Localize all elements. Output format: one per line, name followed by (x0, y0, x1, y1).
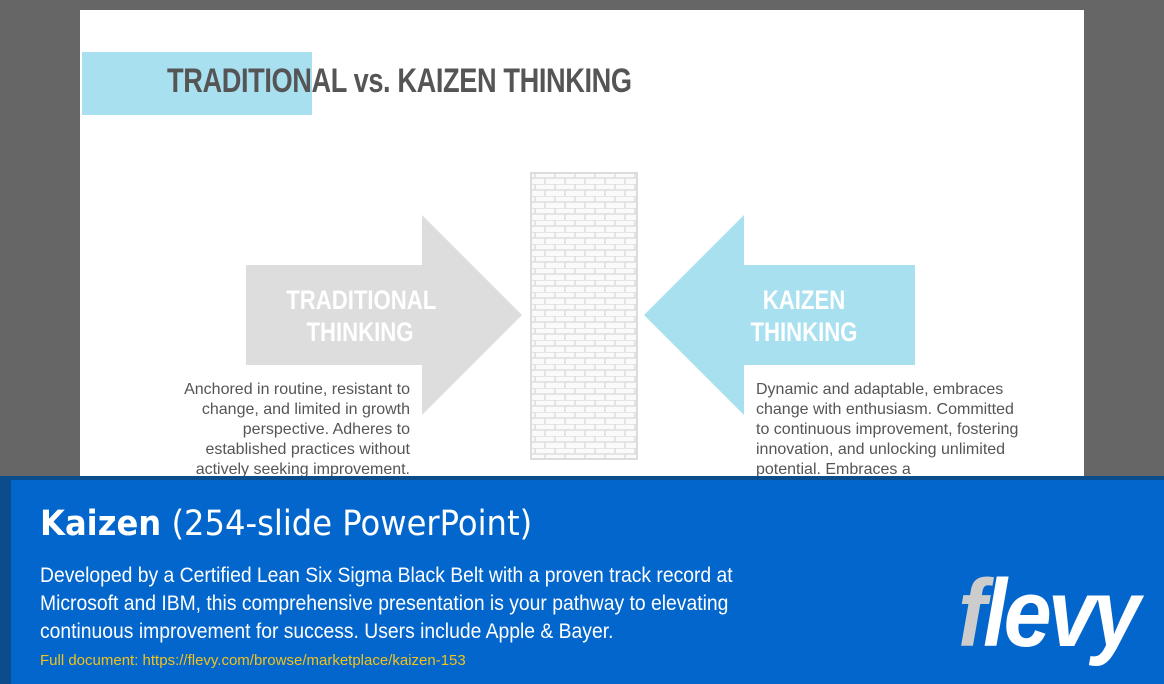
kaizen-description: Dynamic and adaptable, embraces change w… (756, 381, 1019, 478)
banner-stripe (0, 476, 11, 684)
traditional-label-line1: TRADITIONAL (286, 285, 437, 315)
kaizen-label: KAIZEN THINKING (730, 284, 878, 348)
banner-description: Developed by a Certified Lean Six Sigma … (40, 564, 733, 643)
document-link[interactable]: Full document: https://flevy.com/browse/… (40, 652, 466, 669)
flevy-logo: flevy (958, 560, 1141, 667)
traditional-description: Anchored in routine, resistant to change… (184, 381, 410, 478)
traditional-arrow (246, 215, 522, 415)
arrows (246, 215, 915, 415)
title-accent-bar (82, 52, 312, 115)
kaizen-label-line1: KAIZEN (762, 285, 846, 315)
banner-border (0, 476, 1164, 480)
promo-banner: Kaizen (254-slide PowerPoint) Developed … (0, 476, 1164, 684)
brick-wall (530, 172, 638, 460)
slide-title: TRADITIONAL vs. KAIZEN THINKING (167, 62, 632, 100)
banner-title-light: (254-slide PowerPoint) (171, 504, 533, 544)
slide: TRADITIONAL vs. KAIZEN THINKING TRADITIO… (80, 10, 1084, 490)
kaizen-label-line2: THINKING (750, 317, 858, 347)
banner-title-bold: Kaizen (40, 504, 162, 544)
traditional-label: TRADITIONAL THINKING (286, 284, 437, 348)
traditional-label-line2: THINKING (306, 317, 414, 347)
kaizen-arrow (644, 215, 915, 415)
banner-title: Kaizen (254-slide PowerPoint) (40, 504, 532, 544)
